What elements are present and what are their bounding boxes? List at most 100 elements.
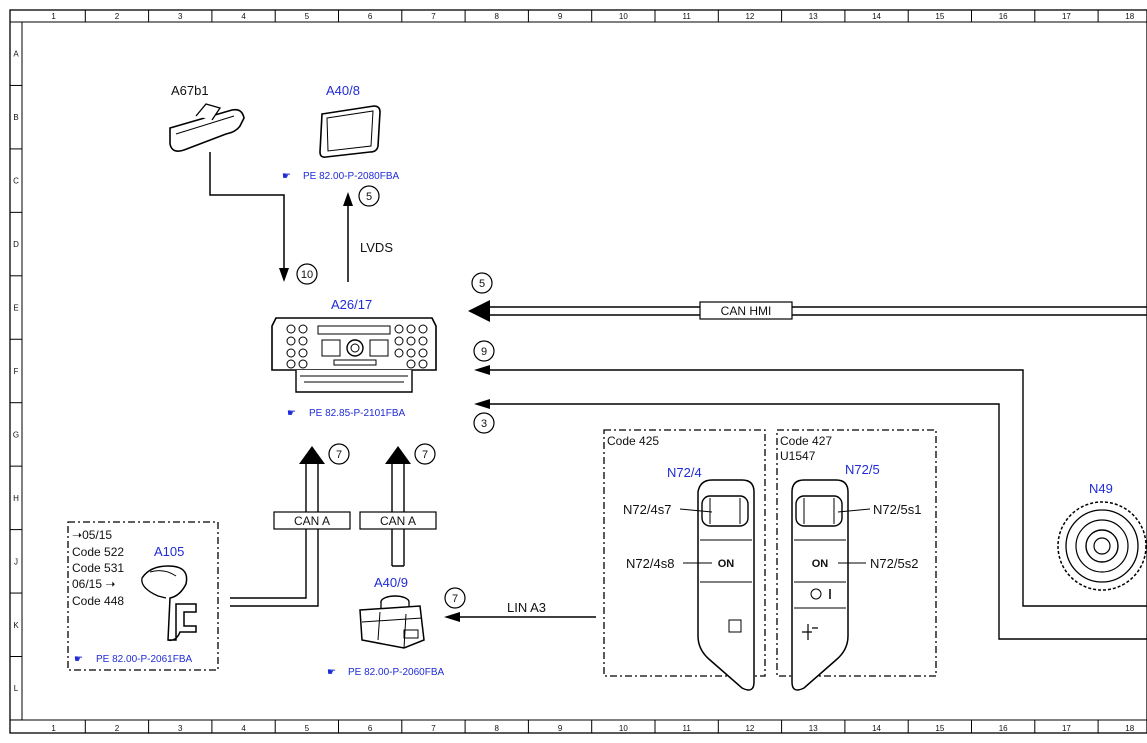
column-label: 7 — [431, 12, 436, 21]
line-3-arrow — [474, 399, 490, 409]
column-label: 5 — [305, 724, 310, 733]
column-label: 8 — [495, 12, 500, 21]
column-label: 5 — [305, 12, 310, 21]
column-label: 2 — [115, 12, 120, 21]
n72-4-boundary — [603, 429, 766, 677]
column-label: 15 — [935, 724, 944, 733]
column-label: 4 — [241, 724, 246, 733]
column-label: 18 — [1125, 724, 1134, 733]
row-label: B — [13, 113, 18, 122]
n72-4-on-text: ON — [718, 558, 735, 570]
n49-label: N49 — [1089, 481, 1113, 496]
marker-3 — [473, 412, 495, 434]
column-label: 9 — [558, 724, 563, 733]
marker-5b-text: 5 — [479, 278, 485, 290]
n72-4-label: N72/4 — [667, 465, 702, 480]
marker-9-text: 9 — [481, 346, 487, 358]
marker-7a-text: 7 — [336, 449, 342, 461]
column-label: 17 — [1062, 12, 1071, 21]
can-a-box-1 — [273, 511, 351, 530]
column-label: 10 — [619, 724, 628, 733]
n72-5-s1-leader — [837, 508, 871, 513]
lin-a3-arrow — [444, 612, 460, 622]
n72-5-on-text: ON — [812, 558, 829, 570]
a105-note-1: ➝05/15 — [72, 528, 112, 542]
row-label: L — [14, 684, 19, 693]
can-a-line-1 — [230, 462, 319, 607]
marker-3-text: 3 — [481, 418, 487, 430]
can-a-box-2 — [359, 511, 437, 530]
a40-9-controller-icon — [359, 595, 425, 649]
n72-5-label: N72/5 — [845, 462, 880, 477]
outer-frame — [9, 9, 1147, 734]
row-label: D — [13, 240, 19, 249]
line-9-arrow — [474, 365, 490, 375]
marker-9 — [473, 340, 495, 362]
column-label: 3 — [178, 12, 183, 21]
column-label: 14 — [872, 12, 881, 21]
a105-ref: PE 82.00-P-2061FBA — [96, 654, 192, 665]
marker-7b — [414, 443, 436, 465]
can-a-label-1: CAN A — [294, 514, 330, 528]
a67b1-mirror-icon — [169, 103, 245, 152]
marker-7b-text: 7 — [422, 449, 428, 461]
column-label: 1 — [51, 724, 56, 733]
column-label: 13 — [809, 724, 818, 733]
n72-4-s7-label: N72/4s7 — [623, 502, 671, 517]
can-a-arrow-1 — [299, 446, 325, 464]
marker-7a — [328, 443, 350, 465]
a67b1-label: A67b1 — [171, 83, 209, 98]
column-labels: 1122334455667788991010111112121313141415… — [51, 12, 1134, 733]
n72-5-s1-label: N72/5s1 — [873, 502, 921, 517]
marker-10-text: 10 — [301, 269, 313, 281]
column-label: 12 — [745, 724, 754, 733]
can-hmi-arrow — [468, 300, 490, 322]
marker-7c — [444, 587, 466, 609]
a40-9-label: A40/9 — [374, 575, 408, 590]
column-label: 11 — [682, 12, 691, 21]
lvds-label: LVDS — [360, 240, 393, 255]
row-label: A — [13, 50, 19, 59]
column-label: 2 — [115, 724, 120, 733]
column-label: 4 — [241, 12, 246, 21]
a105-note-2: Code 522 — [72, 545, 124, 559]
marker-5b — [471, 272, 493, 294]
a105-note-3: Code 531 — [72, 561, 124, 575]
a26-17-label: A26/17 — [331, 297, 372, 312]
row-label: J — [14, 557, 18, 566]
ref-icon-a26-17: ☛ — [287, 408, 296, 419]
marker-10 — [296, 263, 318, 285]
n72-4-code: Code 425 — [607, 434, 659, 448]
a105-note-4: 06/15 ➝ — [72, 577, 115, 591]
column-label: 12 — [745, 12, 754, 21]
ref-icon-a105: ☛ — [74, 654, 83, 665]
column-label: 15 — [935, 12, 944, 21]
column-label: 18 — [1125, 12, 1134, 21]
ref-icon-a40-8: ☛ — [282, 171, 291, 182]
row-label: C — [13, 177, 19, 186]
column-label: 16 — [999, 12, 1008, 21]
column-label: 6 — [368, 12, 373, 21]
line-9 — [490, 369, 1147, 607]
can-hmi-box — [699, 301, 793, 320]
a40-9-ref: PE 82.00-P-2060FBA — [348, 667, 444, 678]
n72-5-code2: U1547 — [780, 449, 816, 463]
row-ticks — [10, 84, 22, 721]
a105-note-5: Code 448 — [72, 594, 124, 608]
a105-selector-lever-icon — [141, 565, 197, 642]
n72-4-s8-label: N72/4s8 — [626, 556, 674, 571]
column-ticks — [84, 10, 1099, 733]
lin-a3-label: LIN A3 — [507, 600, 546, 615]
column-label: 10 — [619, 12, 628, 21]
can-a-label-2: CAN A — [380, 514, 416, 528]
n72-5-switch-panel-icon — [791, 479, 849, 691]
column-label: 11 — [682, 724, 691, 733]
a26-17-head-unit-icon — [271, 317, 437, 393]
a105-boundary — [67, 521, 219, 671]
can-hmi-label: CAN HMI — [721, 304, 772, 318]
line-3 — [490, 403, 1147, 640]
row-label: G — [13, 430, 19, 439]
n72-5-boundary — [776, 429, 937, 677]
